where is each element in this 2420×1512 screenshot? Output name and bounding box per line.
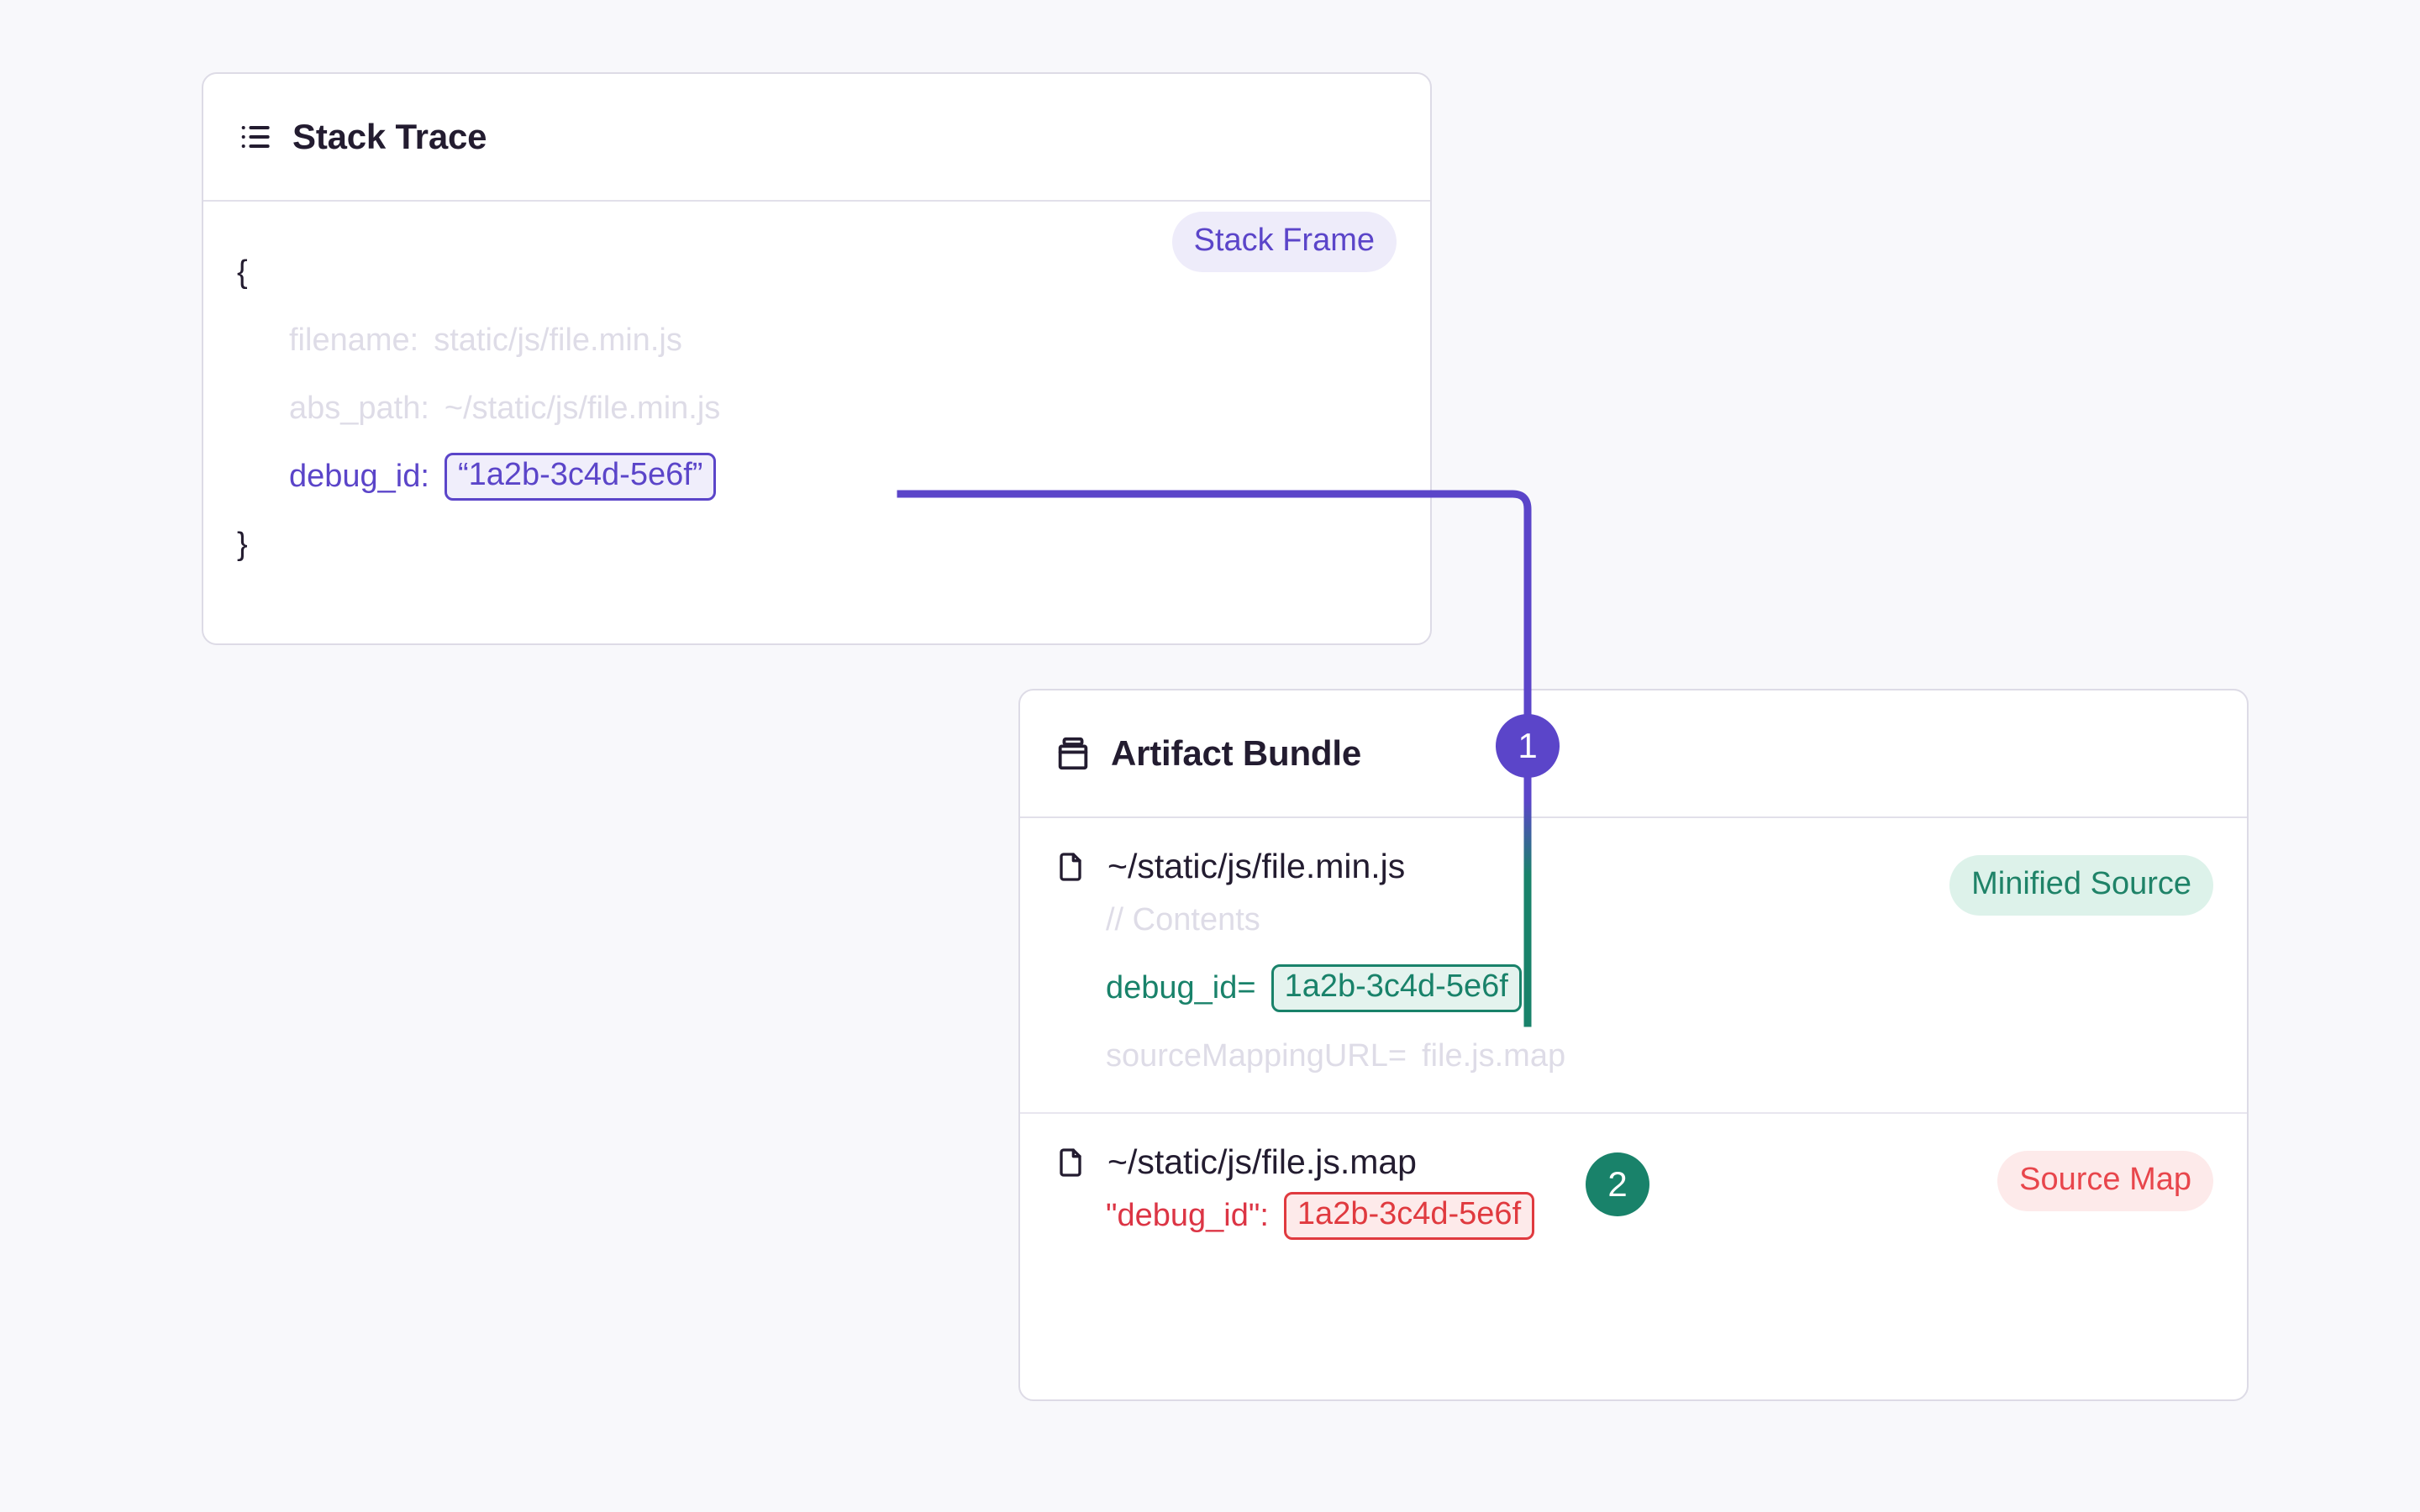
code-line-filename: filename: static/js/file.min.js bbox=[237, 307, 1397, 375]
code-line-open-brace: { bbox=[237, 255, 248, 290]
sourcemap-debug-id-value-highlight[interactable]: 1a2b-3c4d-5e6f bbox=[1283, 1192, 1535, 1240]
minified-debug-id-value-highlight[interactable]: 1a2b-3c4d-5e6f bbox=[1270, 964, 1522, 1012]
contents-comment: // Contents bbox=[1106, 902, 1260, 937]
sourcemap-debug-id-key: "debug_id": bbox=[1106, 1198, 1269, 1233]
package-icon bbox=[1054, 734, 1092, 773]
status-badge-source-map: Source Map bbox=[1997, 1151, 2213, 1211]
file-icon bbox=[1054, 1146, 1087, 1179]
abs-path-key: abs_path: bbox=[289, 391, 429, 426]
status-badge-stack-frame: Stack Frame bbox=[1171, 212, 1397, 272]
code-line-minified-debug-id: debug_id= 1a2b-3c4d-5e6f bbox=[1054, 954, 2213, 1022]
step-badge-1: 1 bbox=[1496, 714, 1560, 778]
stack-trace-body: Stack Frame { filename: static/js/file.m… bbox=[203, 202, 1430, 579]
code-line-close-brace: } bbox=[237, 527, 248, 562]
filename-key: filename: bbox=[289, 323, 419, 358]
source-mapping-url-key: sourceMappingURL= bbox=[1106, 1038, 1407, 1074]
code-line-sourcemap-debug-id: "debug_id": 1a2b-3c4d-5e6f bbox=[1054, 1182, 2213, 1250]
artifact-file-minified-source: Minified Source ~/static/js/file.min.js … bbox=[1020, 818, 2247, 1112]
status-badge-minified-source: Minified Source bbox=[1949, 855, 2213, 916]
stack-trace-title: Stack Trace bbox=[292, 117, 487, 156]
stack-trace-card: Stack Trace Stack Frame { filename: stat… bbox=[202, 72, 1432, 645]
minified-debug-id-key: debug_id= bbox=[1106, 970, 1256, 1005]
code-line-source-mapping-url: sourceMappingURL= file.js.map bbox=[1054, 1022, 2213, 1090]
filename-value: static/js/file.min.js bbox=[434, 323, 682, 358]
code-line-abs-path: abs_path: ~/static/js/file.min.js bbox=[237, 375, 1397, 443]
code-line-debug-id: debug_id: “1a2b-3c4d-5e6f” bbox=[237, 443, 1397, 511]
stack-trace-header: Stack Trace bbox=[203, 74, 1430, 202]
list-icon bbox=[237, 118, 274, 155]
artifact-bundle-card: Artifact Bundle Minified Source ~/static… bbox=[1018, 689, 2249, 1401]
debug-id-key: debug_id: bbox=[289, 459, 429, 494]
file-row-source-map[interactable]: ~/static/js/file.js.map bbox=[1054, 1142, 2213, 1182]
debug-id-value-highlight[interactable]: “1a2b-3c4d-5e6f” bbox=[444, 453, 717, 501]
abs-path-value: ~/static/js/file.min.js bbox=[444, 391, 721, 426]
step-badge-2: 2 bbox=[1586, 1152, 1649, 1216]
artifact-bundle-title: Artifact Bundle bbox=[1111, 733, 1362, 773]
file-icon bbox=[1054, 850, 1087, 884]
source-mapping-url-value: file.js.map bbox=[1422, 1038, 1566, 1074]
artifact-file-source-map: Source Map ~/static/js/file.js.map "debu… bbox=[1020, 1112, 2247, 1272]
artifact-bundle-header: Artifact Bundle bbox=[1020, 690, 2247, 818]
file-name-source-map: ~/static/js/file.js.map bbox=[1107, 1142, 1417, 1181]
file-name-minified: ~/static/js/file.min.js bbox=[1107, 847, 1406, 885]
